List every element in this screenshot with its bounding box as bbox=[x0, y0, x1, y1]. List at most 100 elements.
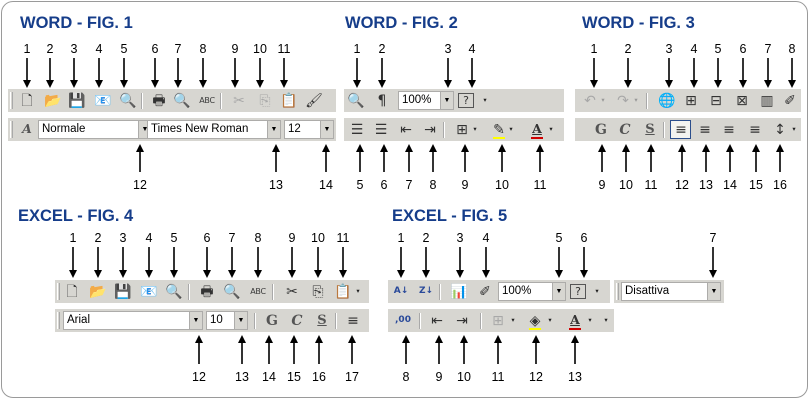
email-icon[interactable]: 📧 bbox=[140, 283, 158, 300]
chart-wizard-icon[interactable]: 📊 bbox=[450, 283, 468, 300]
bullet-list-icon[interactable]: ☰ bbox=[374, 121, 388, 138]
copy-icon[interactable]: ⎘ bbox=[259, 92, 271, 109]
increase-decimal-icon[interactable]: ,00 bbox=[395, 315, 411, 325]
document-map-icon[interactable]: 🔍 bbox=[347, 92, 365, 109]
font-size-combo[interactable]: 10▼ bbox=[206, 311, 248, 330]
chevron-down-icon[interactable]: ▾ bbox=[601, 96, 605, 104]
chevron-down-icon[interactable]: ▾ bbox=[792, 125, 796, 133]
toolbar-options-icon[interactable]: ▾ bbox=[483, 96, 487, 104]
borders-icon[interactable]: ⊞ bbox=[456, 121, 468, 138]
chevron-down-icon[interactable]: ▾ bbox=[634, 96, 638, 104]
line-spacing-icon[interactable]: ↕ bbox=[774, 121, 786, 138]
cut-icon[interactable]: ✂ bbox=[233, 92, 245, 109]
new-document-icon[interactable]: 🗋 bbox=[66, 283, 78, 300]
print-preview-icon[interactable]: 🔍 bbox=[173, 92, 191, 109]
chevron-down-icon[interactable]: ▼ bbox=[440, 92, 453, 109]
chevron-down-icon[interactable]: ▼ bbox=[552, 283, 565, 300]
chevron-down-icon[interactable]: ▼ bbox=[267, 121, 280, 138]
underline-icon[interactable]: S bbox=[645, 122, 655, 137]
toolbar-grip[interactable] bbox=[616, 283, 619, 300]
align-left-icon[interactable]: ≡ bbox=[347, 312, 359, 329]
title-excel-fig5: EXCEL - FIG. 5 bbox=[392, 207, 508, 225]
insert-table-icon[interactable]: ⊟ bbox=[710, 92, 722, 109]
justify-icon[interactable]: ≡ bbox=[749, 121, 761, 138]
chevron-down-icon[interactable]: ▼ bbox=[707, 283, 720, 300]
style-combo[interactable]: Normale▼ bbox=[38, 120, 152, 139]
open-folder-icon[interactable]: 📂 bbox=[89, 283, 107, 300]
chevron-down-icon[interactable]: ▾ bbox=[549, 125, 553, 133]
increase-indent-icon[interactable]: ⇥ bbox=[456, 312, 468, 329]
copy-icon[interactable]: ⎘ bbox=[312, 283, 324, 300]
hyperlink-icon[interactable]: 🌐 bbox=[658, 92, 676, 109]
highlight-icon[interactable]: ✎ bbox=[493, 121, 505, 138]
align-left-icon[interactable]: ≡ bbox=[675, 121, 687, 138]
pilcrow-icon[interactable]: ¶ bbox=[377, 92, 387, 109]
chevron-down-icon[interactable]: ▾ bbox=[548, 316, 552, 324]
drawing-icon[interactable]: ✐ bbox=[784, 92, 796, 109]
chevron-down-icon[interactable]: ▼ bbox=[189, 312, 202, 329]
font-size-combo[interactable]: 12▼ bbox=[284, 120, 334, 139]
print-icon[interactable]: 🖶 bbox=[200, 283, 214, 300]
chevron-down-icon[interactable]: ▾ bbox=[588, 316, 592, 324]
toolbar-options-icon[interactable]: ▾ bbox=[604, 316, 608, 324]
search-icon[interactable]: 🔍 bbox=[119, 92, 137, 109]
mode-combo[interactable]: Disattiva▼ bbox=[621, 282, 721, 301]
font-combo[interactable]: Times New Roman▼ bbox=[147, 120, 281, 139]
print-preview-icon[interactable]: 🔍 bbox=[223, 283, 241, 300]
increase-indent-icon[interactable]: ⇥ bbox=[424, 121, 436, 138]
selected-state bbox=[670, 120, 691, 139]
decrease-indent-icon[interactable]: ⇤ bbox=[431, 312, 443, 329]
chevron-down-icon[interactable]: ▼ bbox=[234, 312, 247, 329]
italic-icon[interactable]: C bbox=[291, 312, 303, 329]
styles-icon[interactable]: A bbox=[22, 121, 32, 137]
numbered-list-icon[interactable]: ☰ bbox=[350, 121, 364, 138]
paste-icon[interactable]: 📋 bbox=[280, 92, 298, 109]
undo-icon[interactable]: ↶ bbox=[584, 92, 596, 109]
align-center-icon[interactable]: ≡ bbox=[699, 121, 711, 138]
bold-icon[interactable]: G bbox=[595, 121, 607, 138]
spelling-icon[interactable]: ABC bbox=[199, 95, 215, 105]
chevron-down-icon[interactable]: ▾ bbox=[511, 316, 515, 324]
toolbar-options-icon[interactable]: ▾ bbox=[595, 287, 599, 295]
chevron-down-icon[interactable]: ▾ bbox=[509, 125, 513, 133]
save-icon[interactable]: 💾 bbox=[68, 92, 86, 109]
chevron-down-icon[interactable]: ▼ bbox=[320, 121, 333, 138]
save-icon[interactable]: 💾 bbox=[114, 283, 132, 300]
font-color-icon[interactable]: A bbox=[532, 121, 542, 137]
zoom-combo[interactable]: 100%▼ bbox=[498, 282, 566, 301]
tables-borders-icon[interactable]: ⊞ bbox=[685, 92, 697, 109]
cut-icon[interactable]: ✂ bbox=[286, 283, 298, 300]
format-painter-icon[interactable]: 🖌 bbox=[305, 92, 323, 109]
align-right-icon[interactable]: ≡ bbox=[723, 121, 735, 138]
zoom-combo[interactable]: 100%▼ bbox=[398, 91, 454, 110]
underline-icon[interactable]: S bbox=[317, 313, 327, 328]
toolbar-grip[interactable] bbox=[10, 121, 13, 138]
bold-icon[interactable]: G bbox=[266, 312, 278, 329]
fill-color-icon[interactable]: ◈ bbox=[529, 312, 541, 329]
email-icon[interactable]: 📧 bbox=[94, 92, 112, 109]
search-icon[interactable]: 🔍 bbox=[165, 283, 183, 300]
drawing-icon[interactable]: ✐ bbox=[479, 283, 491, 300]
toolbar-grip[interactable] bbox=[57, 312, 60, 329]
spelling-icon[interactable]: ABC bbox=[250, 286, 266, 296]
help-icon[interactable]: ? bbox=[570, 284, 586, 299]
columns-icon[interactable]: ▥ bbox=[760, 92, 774, 109]
help-icon[interactable]: ? bbox=[458, 93, 474, 108]
paste-icon[interactable]: 📋 bbox=[334, 283, 352, 300]
toolbar-grip[interactable] bbox=[10, 92, 13, 109]
chevron-down-icon[interactable]: ▾ bbox=[356, 287, 360, 295]
decrease-indent-icon[interactable]: ⇤ bbox=[400, 121, 412, 138]
open-folder-icon[interactable]: 📂 bbox=[44, 92, 62, 109]
new-document-icon[interactable]: 🗋 bbox=[21, 92, 33, 109]
italic-icon[interactable]: C bbox=[619, 121, 631, 138]
redo-icon[interactable]: ↷ bbox=[617, 92, 629, 109]
sort-descending-icon[interactable]: Z↓ bbox=[418, 286, 434, 296]
toolbar-grip[interactable] bbox=[57, 283, 60, 300]
print-icon[interactable]: 🖶 bbox=[152, 92, 166, 109]
font-combo[interactable]: Arial▼ bbox=[63, 311, 203, 330]
font-color-icon[interactable]: A bbox=[570, 312, 580, 328]
borders-icon[interactable]: ⊞ bbox=[492, 312, 504, 329]
chevron-down-icon[interactable]: ▾ bbox=[473, 125, 477, 133]
insert-excel-icon[interactable]: ⊠ bbox=[736, 92, 748, 109]
sort-ascending-icon[interactable]: A↓ bbox=[393, 286, 409, 296]
